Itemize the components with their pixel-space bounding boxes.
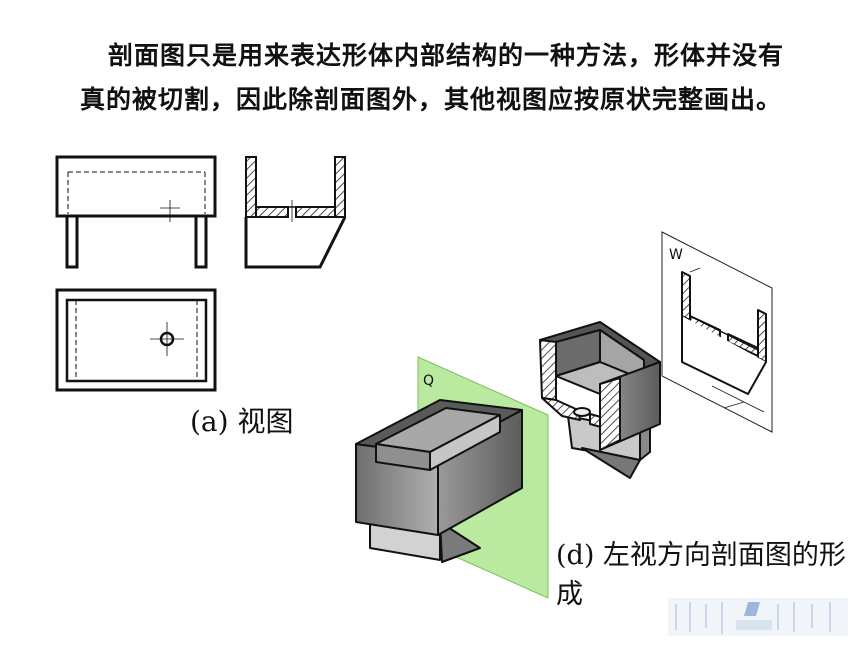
front-view: [55, 155, 217, 269]
side-section-view: [244, 156, 347, 269]
cut-block-3d: [355, 399, 523, 563]
caption-views: (a) 视图: [190, 405, 294, 438]
caption-formation: (d) 左视方向剖面图的形成: [556, 540, 846, 610]
watermark-logo: [668, 598, 848, 636]
plane-label-w: W: [669, 247, 683, 263]
sectioned-block-3d: [539, 321, 661, 479]
top-view: [55, 288, 217, 392]
projection-rays: [689, 267, 765, 413]
plane-label-q: Q: [423, 373, 434, 389]
projected-section-w: [681, 271, 767, 395]
description-paragraph: 剖面图只是用来表达形体内部结构的一种方法，形体并没有真的被切割，因此除剖面图外，…: [80, 34, 790, 122]
paragraph-text: 剖面图只是用来表达形体内部结构的一种方法，形体并没有真的被切割，因此除剖面图外，…: [80, 41, 785, 114]
